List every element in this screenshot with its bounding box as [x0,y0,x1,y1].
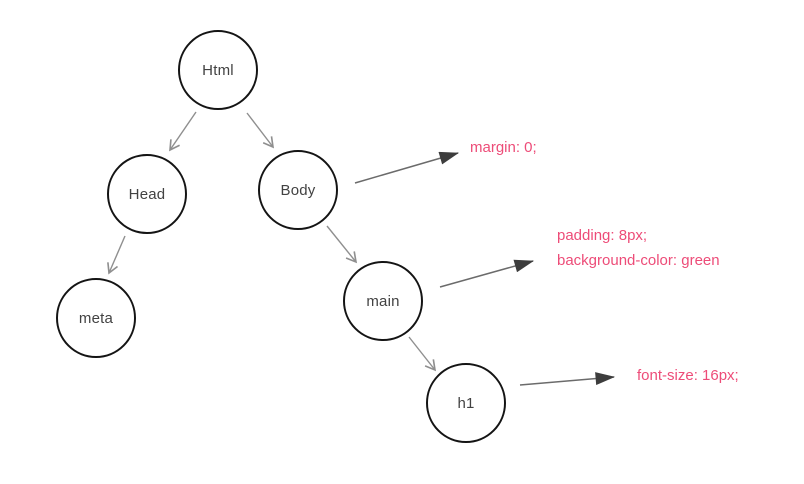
node-h1: h1 [426,363,506,443]
css-note-background-line: background-color: green [557,252,720,269]
node-meta: meta [56,278,136,358]
node-head-label: Head [128,185,166,203]
node-head: Head [107,154,187,234]
node-html: Html [178,30,258,110]
css-note-margin: margin: 0; [470,135,537,160]
edge-head-to-meta [107,235,126,275]
node-body: Body [258,150,338,230]
edge-body-to-main [326,225,358,264]
edge-html-to-head [169,111,197,152]
edge-html-to-body [246,112,275,149]
edge-body-to-margin-note [354,151,460,184]
css-note-font-size-line: font-size: 16px; [637,367,739,384]
edge-main-to-padding-note [439,259,535,288]
node-meta-label: meta [78,309,114,327]
css-note-padding-line: padding: 8px; [557,227,648,244]
node-h1-label: h1 [457,394,475,412]
css-note-margin-line: margin: 0; [470,139,537,156]
css-note-font-size: font-size: 16px; [637,363,739,388]
node-html-label: Html [202,61,234,79]
node-main-label: main [366,292,400,310]
edge-h1-to-font-size-note [519,372,616,386]
node-body-label: Body [280,181,316,199]
node-main: main [343,261,423,341]
edge-main-to-h1 [408,336,437,372]
css-note-padding-background: padding: 8px; background-color: green [557,223,720,273]
